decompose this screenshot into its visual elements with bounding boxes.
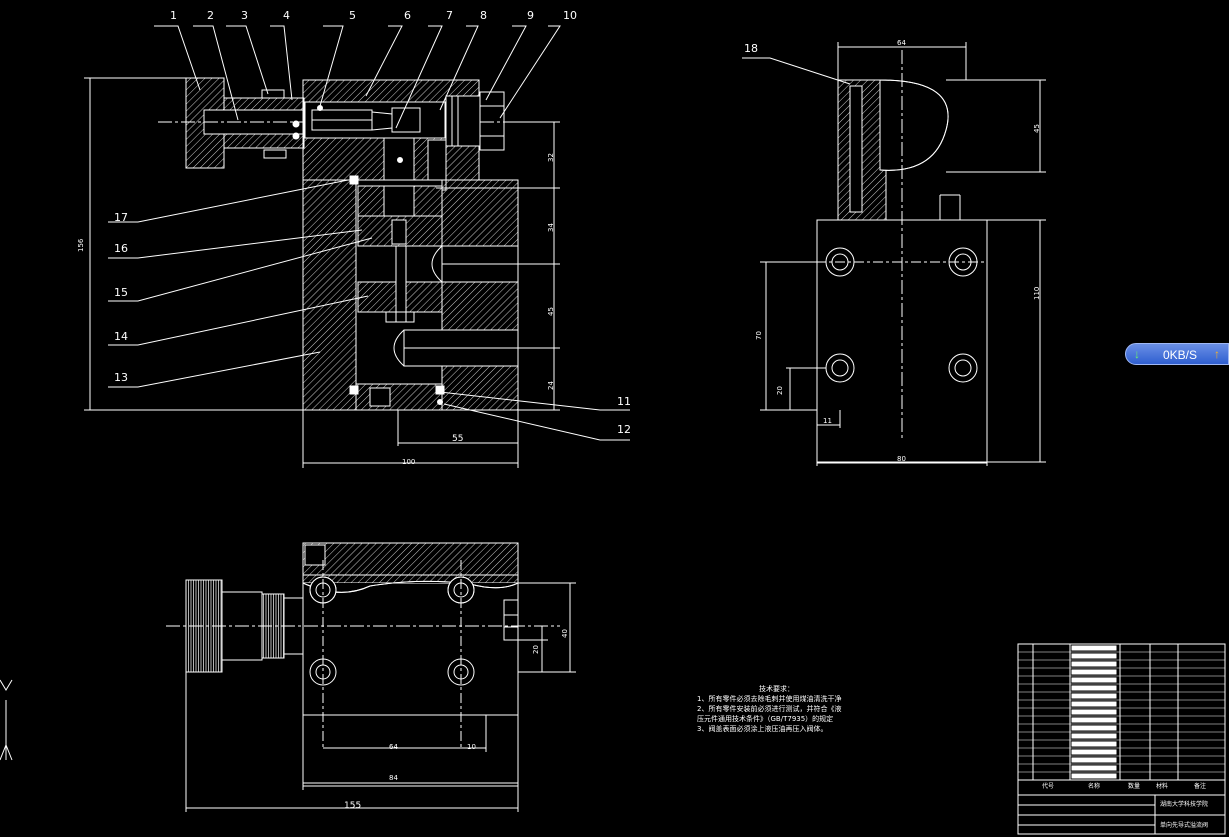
bom-header: 材料 [1156,783,1169,790]
dim-label: 20 [776,386,784,395]
dim-label: 32 [547,153,555,162]
upload-arrow-icon: ↑ [1214,347,1220,361]
leader-lines-front [108,25,630,441]
part-label: 3 [241,9,248,22]
dim-label: 45 [547,307,555,316]
speed-widget[interactable]: ↓ 0KB/S ↑ [1125,343,1229,365]
bom-name-cell [1071,653,1117,659]
dim-label: 80 [897,455,906,463]
part-label: 17 [114,211,128,224]
download-arrow-icon: ↓ [1134,347,1140,361]
bom-name-cell [1071,685,1117,691]
notes-line: 3、阀盖表面必须涂上液压油再压入阀体。 [697,725,828,733]
bom-name-cell [1071,757,1117,763]
bom-header: 名称 [1088,783,1101,790]
notes-title: 技术要求： [759,685,794,693]
bom-header: 备注 [1194,783,1207,790]
speed-label: 0KB/S [1163,348,1198,362]
bom-name-cell [1071,693,1117,699]
part-label: 10 [563,9,577,22]
bom-name-cell [1071,661,1117,667]
dim-label: 156 [77,238,85,252]
part-label: 15 [114,286,128,299]
part-label: 9 [527,9,534,22]
bom-name-cell [1071,669,1117,675]
part-label: 5 [349,9,356,22]
dim-label: 20 [532,645,540,654]
dim-label: 10 [467,743,476,751]
part-label: 11 [617,395,631,408]
part-label: 8 [480,9,487,22]
dim-label: 155 [344,801,362,811]
notes-line: 1、所有零件必须去除毛刺并使用煤油清洗干净 [697,695,842,703]
bom-name-cell [1071,741,1117,747]
notes-line: 压元件通用技术条件》（GB/T7935）的规定 [697,715,834,723]
bom-name-cell [1071,709,1117,715]
notes-line: 2、所有零件安装前必须进行测试，并符合《液 [697,705,842,713]
bom-name-cell [1071,677,1117,683]
dim-label: 40 [561,629,569,638]
dim-label: 100 [402,458,416,466]
part-label: 13 [114,371,128,384]
front-section-view [158,77,560,411]
part-label: 12 [617,423,631,436]
part-label: 1 [170,9,177,22]
bom-name-cell [1071,749,1117,755]
part-label: 16 [114,242,128,255]
top-view [166,542,576,812]
dim-label: 64 [389,743,398,751]
technical-requirements: 技术要求： 1、所有零件必须去除毛刺并使用煤油清洗干净 2、所有零件安装前必须进… [697,684,841,734]
part-label: 18 [744,42,758,55]
dim-label: 45 [1033,124,1041,133]
side-view [742,42,1046,466]
bom-name-cell [1071,765,1117,771]
dim-label: 110 [1033,286,1041,300]
drawing-name: 单向先导式溢流阀 [1160,822,1209,829]
school-name: 湖南大学科技学院 [1160,801,1209,808]
ucs-icon [0,679,13,761]
bom-name-cell [1071,733,1117,739]
dim-label: 24 [547,381,555,390]
part-label: 4 [283,9,290,22]
dim-label: 84 [389,774,398,782]
part-label: 6 [404,9,411,22]
dim-label: 11 [823,417,832,425]
bom-name-cell [1071,717,1117,723]
dim-label: 55 [452,434,464,444]
bom-rows [1018,645,1225,781]
dimensions-front [84,77,560,468]
bom-name-cell [1071,701,1117,707]
dim-label: 34 [547,223,555,232]
bom-header: 数量 [1128,783,1141,790]
bom-header: 代号 [1042,783,1055,790]
bom-name-cell [1071,725,1117,731]
part-label: 14 [114,330,128,343]
dim-label: 70 [755,331,763,340]
bom-name-cell [1071,773,1117,779]
part-label: 7 [446,9,453,22]
bom-name-cell [1071,645,1117,651]
dim-label: 64 [897,39,906,47]
part-label: 2 [207,9,214,22]
